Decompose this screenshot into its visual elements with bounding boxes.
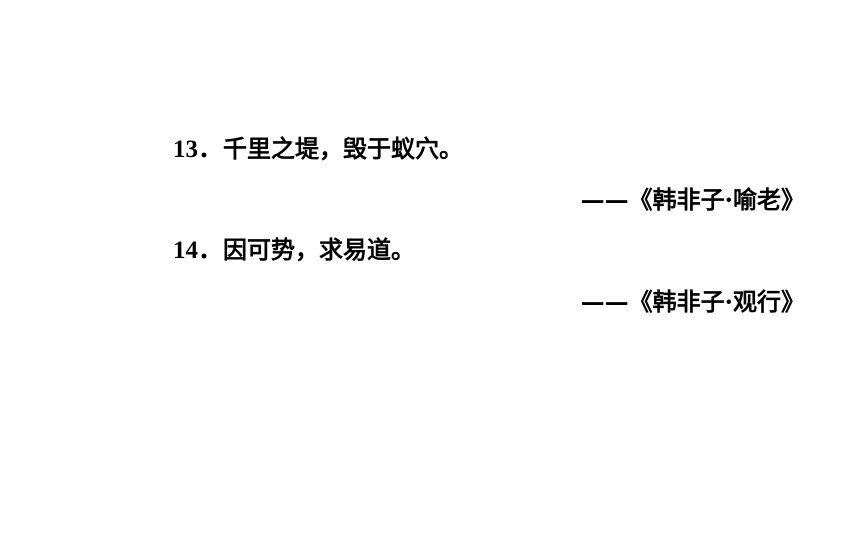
quote-line: 14．因可势，求易道。 [173, 235, 415, 266]
quote-text: 千里之堤，毁于蚁穴。 [223, 134, 464, 163]
quote-source: ——《韩非子·观行》 [580, 287, 805, 316]
quote-number: 14． [173, 237, 224, 264]
quote-line: 13．千里之堤，毁于蚁穴。 [173, 134, 463, 165]
quote-number: 13． [173, 136, 224, 163]
quote-text: 因可势，求易道。 [223, 235, 416, 264]
quote-source: ——《韩非子·喻老》 [580, 185, 805, 214]
